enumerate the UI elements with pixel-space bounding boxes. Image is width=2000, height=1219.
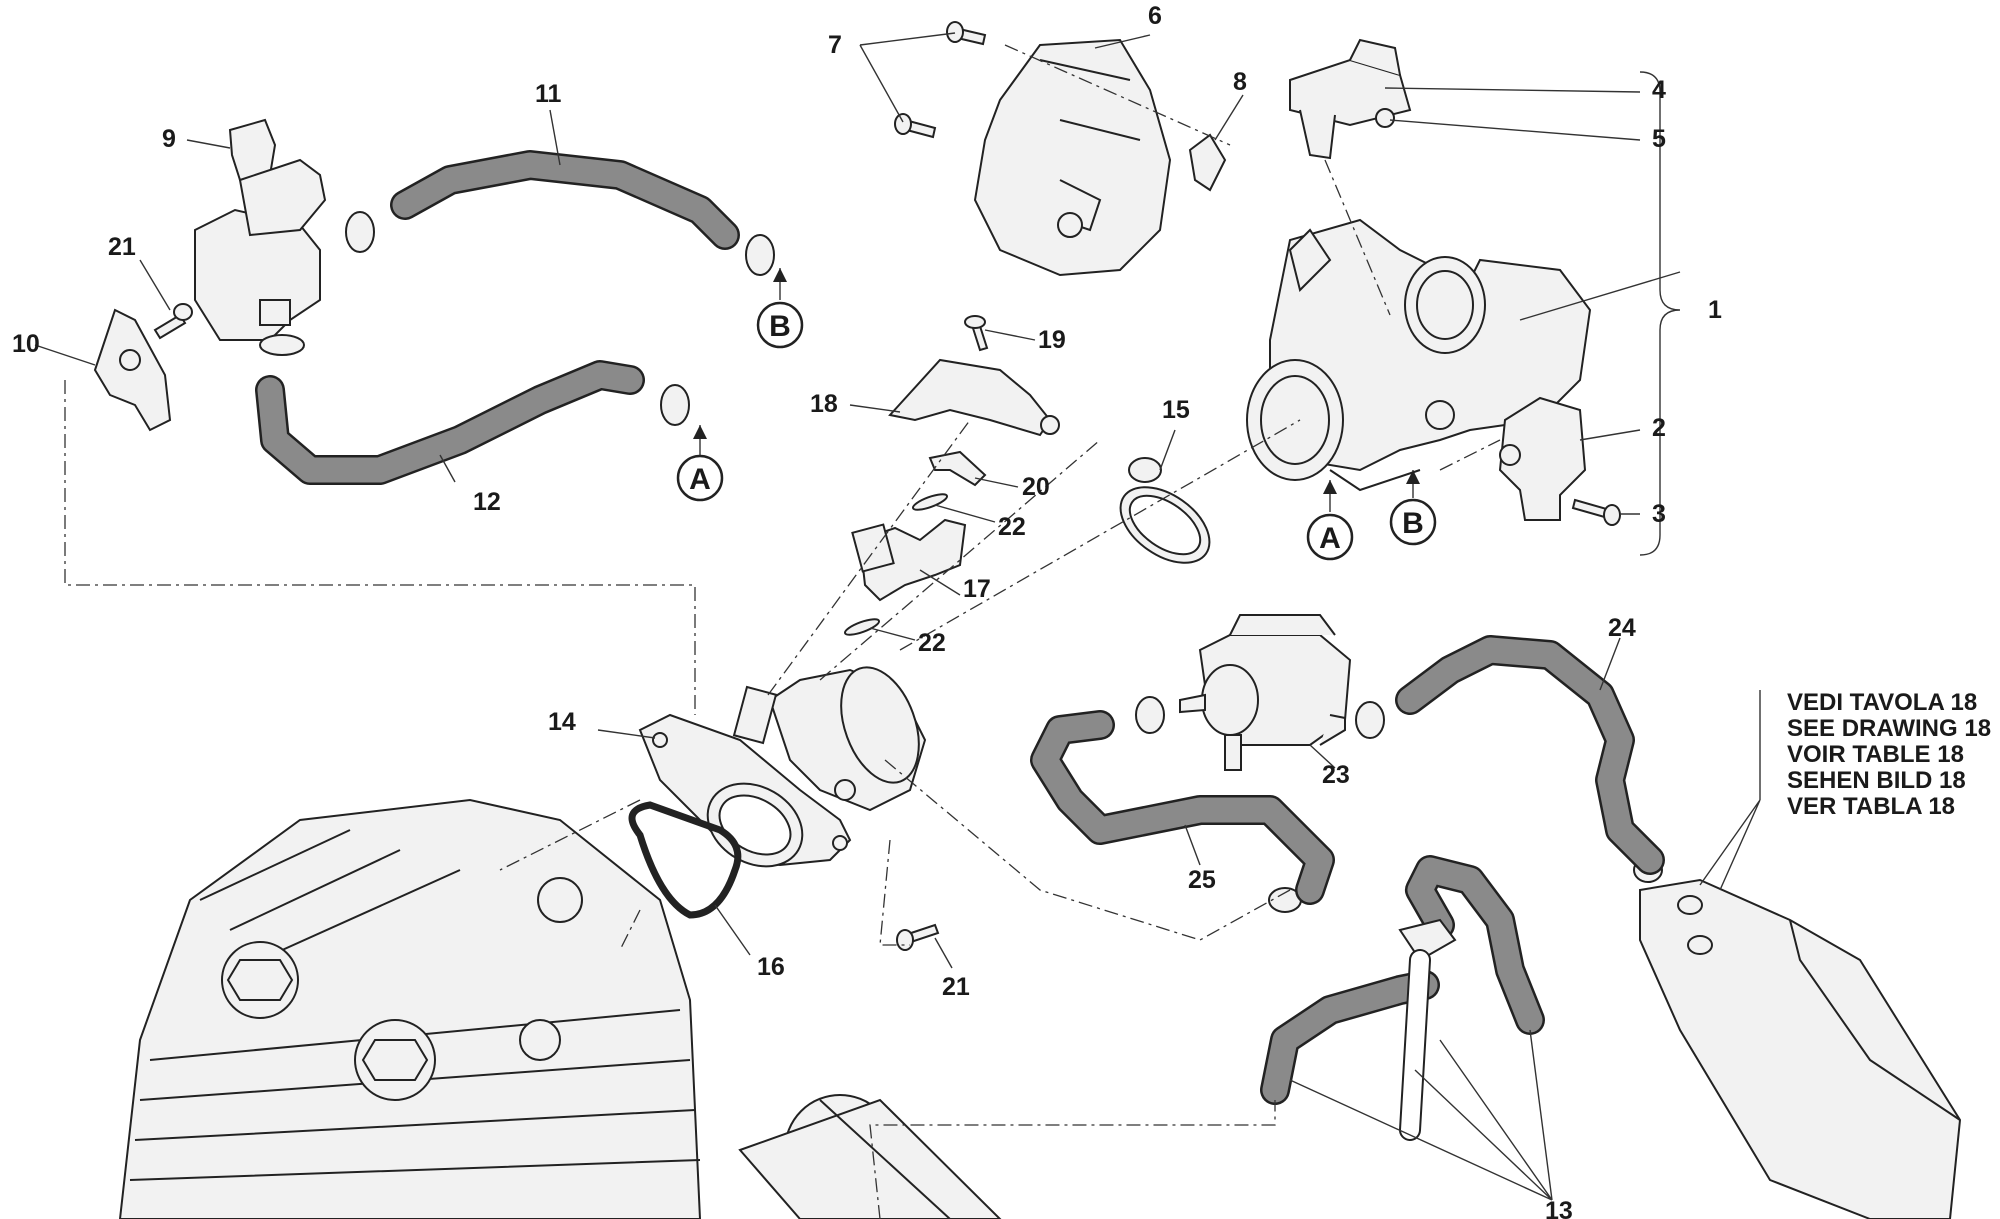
o-ring-upper	[911, 493, 949, 511]
idle-control-valve	[194, 118, 327, 341]
callout-19: 19	[1038, 326, 1066, 354]
connection-marker-a-throttle: A	[1306, 480, 1354, 561]
map-sensor	[1289, 38, 1412, 160]
callout-23: 23	[1322, 761, 1350, 789]
injector-holder	[888, 358, 1060, 437]
callout-21b: 21	[942, 973, 970, 1001]
callout-7: 7	[828, 31, 842, 59]
callout-numbers: 1 2 3 4 5 6 7 8 9 10 11 12 13 14 15 16 1…	[12, 2, 1722, 1219]
svg-text:B: B	[769, 310, 791, 343]
hose-11	[390, 150, 740, 250]
callout-5: 5	[1652, 125, 1666, 153]
callout-24: 24	[1608, 614, 1636, 642]
callout-25: 25	[1188, 866, 1216, 894]
connection-marker-b-throttle: B	[1389, 470, 1437, 546]
connection-marker-b: B	[756, 268, 804, 349]
connection-marker-a: A	[676, 425, 724, 502]
holder-screw	[964, 315, 989, 352]
fuel-injector	[851, 518, 967, 602]
callout-9: 9	[162, 125, 176, 153]
note-line-de: SEHEN BILD 18	[1787, 767, 1966, 794]
callout-17: 17	[963, 575, 991, 603]
callout-15: 15	[1162, 396, 1190, 424]
hose-24	[1395, 635, 1665, 875]
hose-12	[255, 360, 645, 485]
reference-note: VEDI TAVOLA 18 SEE DRAWING 18 VOIR TABLE…	[1787, 689, 1991, 820]
purge-valve	[1179, 614, 1352, 771]
o-ring-lower	[843, 618, 881, 636]
callout-22b: 22	[918, 629, 946, 657]
valve-bracket	[93, 308, 172, 432]
callout-20: 20	[1022, 473, 1050, 501]
callout-14: 14	[548, 708, 576, 736]
callout-21a: 21	[108, 233, 136, 261]
throttle-body	[1246, 218, 1592, 492]
callout-12: 12	[473, 488, 501, 516]
throttle-position-sensor	[1498, 396, 1587, 521]
callout-2: 2	[1652, 414, 1666, 442]
callout-8: 8	[1233, 68, 1247, 96]
cover-screw-bottom	[894, 113, 937, 139]
callout-13: 13	[1545, 1197, 1573, 1219]
bracket-screw	[153, 303, 193, 340]
cover-screw-top	[946, 21, 987, 46]
manifold-screw	[896, 923, 940, 951]
note-line-es: VER TABLA 18	[1787, 793, 1955, 820]
callout-16: 16	[757, 953, 785, 981]
svg-text:A: A	[689, 463, 711, 496]
evap-canister	[1639, 878, 1962, 1219]
callout-6: 6	[1148, 2, 1162, 30]
throttle-cover	[973, 38, 1172, 277]
svg-text:B: B	[1402, 507, 1424, 540]
note-line-fr: VOIR TABLE 18	[1787, 741, 1964, 768]
cover-clip	[1188, 133, 1227, 192]
note-line-it: VEDI TAVOLA 18	[1787, 689, 1977, 716]
callout-4: 4	[1652, 76, 1666, 104]
callout-18: 18	[810, 390, 838, 418]
hose-13-assembly	[1260, 855, 1545, 1141]
callout-22a: 22	[998, 513, 1026, 541]
note-line-en: SEE DRAWING 18	[1787, 715, 1991, 742]
svg-text:A: A	[1319, 522, 1341, 555]
manifold-gasket	[628, 801, 742, 919]
callout-3: 3	[1652, 500, 1666, 528]
hose-25	[1030, 710, 1335, 905]
injector-clip	[928, 450, 987, 487]
sensor-screw	[1571, 498, 1621, 526]
dashed-connection-lines	[64, 44, 1501, 1219]
callout-10: 10	[12, 330, 40, 358]
leader-lines	[34, 32, 1761, 1201]
engine-cylinder-head	[118, 798, 1002, 1219]
callout-1: 1	[1708, 296, 1722, 324]
intake-manifold	[638, 666, 927, 868]
callout-11: 11	[535, 80, 562, 108]
